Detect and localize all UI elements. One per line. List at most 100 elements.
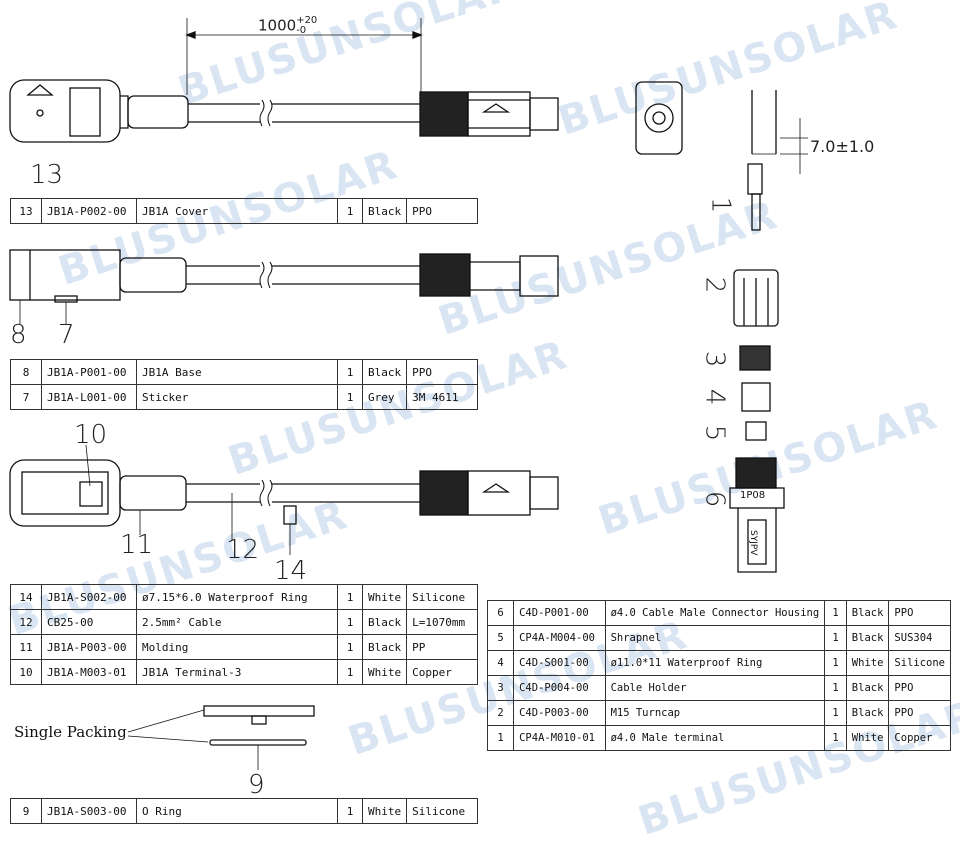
cell-color: Black [845,625,890,651]
table-row: 11 JB1A-P003-00 Molding 1 Black PP [10,634,478,660]
cell-desc: ø11.0*11 Waterproof Ring [604,650,826,676]
table-row: 5 CP4A-M004-00 Shrapnel 1 Black SUS304 [486,625,951,651]
cell-material: PPO [888,700,951,726]
housing-marking: 1P08 [740,490,766,501]
cell-color: Grey [361,384,408,410]
cell-color: Black [361,359,408,385]
table-row: 2 C4D-P003-00 M15 Turncap 1 Black PPO [486,700,951,726]
cell-qty: 1 [824,650,847,676]
cell-no: 3 [486,675,515,701]
callout-14: 14 [274,556,308,586]
cell-no: 2 [486,700,515,726]
cell-code: C4D-P004-00 [513,675,606,701]
cell-color: Black [361,609,408,635]
callout-5: 5 [699,424,730,442]
waterproof-ring-part [741,382,771,412]
cell-code: JB1A-S003-00 [41,798,137,824]
cell-material: L=1070mm [406,609,478,635]
shrapnel-part [745,421,767,441]
cell-color: Black [845,675,890,701]
table-row: 3 C4D-P004-00 Cable Holder 1 Black PPO [486,675,951,701]
cell-no: 8 [10,359,42,385]
cell-desc: Sticker [136,384,338,410]
table-row: 9 JB1A-S003-00 O Ring 1 White Silicone [10,798,478,824]
cell-qty: 1 [824,725,847,751]
cell-no: 5 [486,625,515,651]
cell-color: Black [845,600,890,626]
cell-no: 13 [10,198,42,224]
table-row: 14 JB1A-S002-00 ø7.15*6.0 Waterproof Rin… [10,584,478,610]
cell-code: JB1A-P001-00 [41,359,137,385]
cell-qty: 1 [824,700,847,726]
length-tol-lower: -0 [296,25,307,36]
cell-no: 7 [10,384,42,410]
bom-table-main: 14 JB1A-S002-00 ø7.15*6.0 Waterproof Rin… [10,584,478,685]
turncap-part [733,269,779,327]
cell-no: 4 [486,650,515,676]
cell-qty: 1 [337,384,363,410]
cell-code: JB1A-P003-00 [41,634,137,660]
cell-color: White [361,584,408,610]
cell-code: CB25-00 [41,609,137,635]
cell-desc: Cable Holder [604,675,826,701]
callout-6: 6 [699,490,730,508]
cell-qty: 1 [337,798,363,824]
callout-13: 13 [30,160,64,190]
cell-qty: 1 [824,600,847,626]
cell-desc: Molding [136,634,338,660]
cell-material: Copper [406,659,478,685]
callout-4: 4 [699,388,730,406]
cell-desc: Shrapnel [604,625,826,651]
cell-qty: 1 [337,359,363,385]
cell-code: JB1A-P002-00 [41,198,137,224]
male-housing-part [729,457,785,573]
cell-material: Silicone [406,798,478,824]
table-row: 6 C4D-P001-00 ø4.0 Cable Male Connector … [486,600,951,626]
cell-material: PPO [888,675,951,701]
table-row: 10 JB1A-M003-01 JB1A Terminal-3 1 White … [10,659,478,685]
cell-desc: ø7.15*6.0 Waterproof Ring [136,584,338,610]
cell-no: 12 [10,609,42,635]
assembly-top [9,18,559,143]
callout-3: 3 [699,350,730,368]
callout-9: 9 [248,770,265,800]
cell-qty: 1 [337,609,363,635]
cell-color: Black [361,634,408,660]
cell-material: SUS304 [888,625,951,651]
cell-color: White [845,650,890,676]
cell-qty: 1 [824,625,847,651]
cable-holder-part [739,345,771,371]
cell-desc: O Ring [136,798,338,824]
single-packing-label: Single Packing [14,723,127,741]
callout-8: 8 [10,320,27,350]
cell-qty: 1 [337,634,363,660]
cell-qty: 1 [824,675,847,701]
cell-no: 1 [486,725,515,751]
cell-material: PPO [888,600,951,626]
bom-table-connector: 6 C4D-P001-00 ø4.0 Cable Male Connector … [486,600,951,751]
assembly-base [9,249,559,325]
callout-1: 1 [705,196,736,214]
cell-code: CP4A-M004-00 [513,625,606,651]
callout-2: 2 [699,276,730,294]
cell-color: White [361,659,408,685]
table-row: 13 JB1A-P002-00 JB1A Cover 1 Black PPO [10,198,478,224]
terminal-crimp-view [747,90,808,231]
length-value: 1000 [258,16,297,35]
strip-dimension: 7.0±1.0 [810,137,875,156]
cell-code: C4D-P001-00 [513,600,606,626]
cell-code: JB1A-L001-00 [41,384,137,410]
cell-material: PPO [406,198,478,224]
cell-code: C4D-S001-00 [513,650,606,676]
table-row: 4 C4D-S001-00 ø11.0*11 Waterproof Ring 1… [486,650,951,676]
length-dimension: 1000+20-0 [258,16,317,36]
cell-qty: 1 [337,198,363,224]
cell-color: Black [845,700,890,726]
cell-color: White [845,725,890,751]
connector-end-view [635,81,683,155]
cell-color: Black [361,198,408,224]
cell-material: 3M 4611 [406,384,478,410]
cell-no: 14 [10,584,42,610]
cell-desc: ø4.0 Male terminal [604,725,826,751]
